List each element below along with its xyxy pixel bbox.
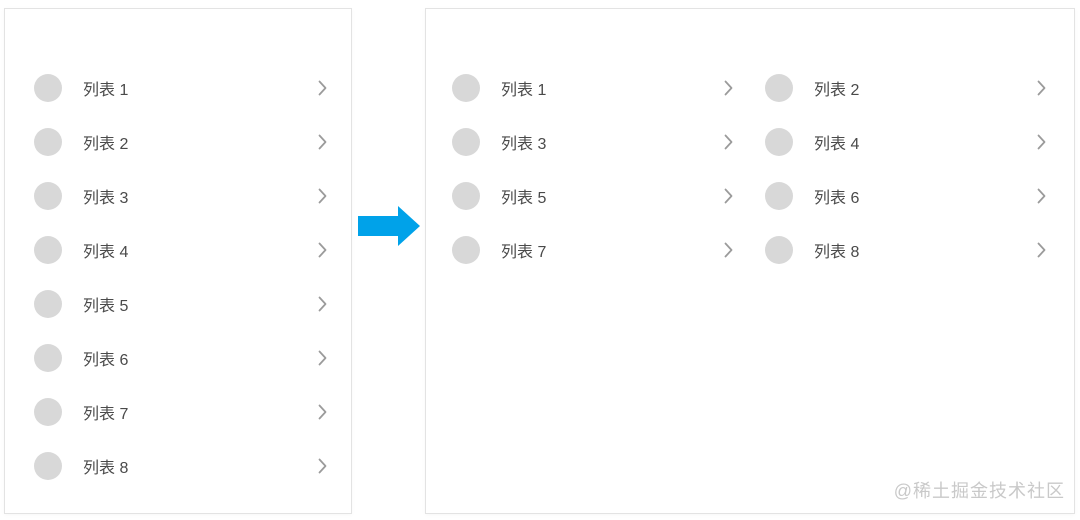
list-item[interactable]: 列表 3 — [452, 115, 733, 169]
list-item-label: 列表 5 — [501, 190, 547, 207]
list-item[interactable]: 列表 7 — [452, 223, 733, 277]
avatar-circle — [34, 452, 62, 480]
two-column-list: 列表 1 列表 2 列表 3 列表 4 列表 5 — [426, 9, 1074, 277]
list-item[interactable]: 列表 8 — [34, 439, 327, 493]
list-item-label: 列表 3 — [83, 190, 129, 207]
chevron-right-icon — [318, 188, 327, 204]
list-item[interactable]: 列表 7 — [34, 385, 327, 439]
avatar-circle — [34, 398, 62, 426]
list-item[interactable]: 列表 5 — [452, 169, 733, 223]
list-item[interactable]: 列表 2 — [34, 115, 327, 169]
list-item-label: 列表 6 — [83, 352, 129, 369]
avatar-circle — [452, 182, 480, 210]
list-item-label: 列表 1 — [83, 82, 129, 99]
chevron-right-icon — [1037, 80, 1046, 96]
list-item-label: 列表 4 — [814, 136, 860, 153]
avatar-circle — [34, 236, 62, 264]
avatar-circle — [34, 290, 62, 318]
avatar-circle — [34, 182, 62, 210]
list-item[interactable]: 列表 4 — [34, 223, 327, 277]
avatar-circle — [452, 128, 480, 156]
chevron-right-icon — [1037, 134, 1046, 150]
chevron-right-icon — [318, 242, 327, 258]
right-grid-panel: 列表 1 列表 2 列表 3 列表 4 列表 5 — [425, 8, 1075, 514]
chevron-right-icon — [318, 134, 327, 150]
list-item-label: 列表 8 — [814, 244, 860, 261]
list-item-label: 列表 1 — [501, 82, 547, 99]
avatar-circle — [452, 74, 480, 102]
list-item[interactable]: 列表 5 — [34, 277, 327, 331]
list-item[interactable]: 列表 2 — [765, 61, 1046, 115]
list-item[interactable]: 列表 1 — [34, 61, 327, 115]
chevron-right-icon — [318, 296, 327, 312]
chevron-right-icon — [318, 80, 327, 96]
avatar-circle — [765, 128, 793, 156]
avatar-circle — [452, 236, 480, 264]
list-item-label: 列表 5 — [83, 298, 129, 315]
list-item[interactable]: 列表 6 — [765, 169, 1046, 223]
chevron-right-icon — [724, 242, 733, 258]
chevron-right-icon — [318, 404, 327, 420]
avatar-circle — [34, 344, 62, 372]
chevron-right-icon — [1037, 188, 1046, 204]
list-item[interactable]: 列表 4 — [765, 115, 1046, 169]
chevron-right-icon — [724, 188, 733, 204]
left-list-panel: 列表 1 列表 2 列表 3 列表 4 列表 5 — [4, 8, 352, 514]
chevron-right-icon — [318, 350, 327, 366]
avatar-circle — [34, 74, 62, 102]
list-item-label: 列表 7 — [501, 244, 547, 261]
watermark: @稀土掘金技术社区 — [893, 481, 1065, 501]
list-item-label: 列表 2 — [814, 82, 860, 99]
avatar-circle — [765, 182, 793, 210]
list-item[interactable]: 列表 3 — [34, 169, 327, 223]
single-column-list: 列表 1 列表 2 列表 3 列表 4 列表 5 — [5, 9, 351, 493]
list-item-label: 列表 6 — [814, 190, 860, 207]
list-item-label: 列表 8 — [83, 460, 129, 477]
list-item-label: 列表 3 — [501, 136, 547, 153]
transform-arrow-icon — [358, 205, 421, 247]
list-item[interactable]: 列表 1 — [452, 61, 733, 115]
chevron-right-icon — [724, 80, 733, 96]
chevron-right-icon — [724, 134, 733, 150]
avatar-circle — [765, 74, 793, 102]
chevron-right-icon — [1037, 242, 1046, 258]
list-item-label: 列表 4 — [83, 244, 129, 261]
list-item-label: 列表 7 — [83, 406, 129, 423]
list-item-label: 列表 2 — [83, 136, 129, 153]
list-item[interactable]: 列表 8 — [765, 223, 1046, 277]
list-item[interactable]: 列表 6 — [34, 331, 327, 385]
avatar-circle — [34, 128, 62, 156]
avatar-circle — [765, 236, 793, 264]
chevron-right-icon — [318, 458, 327, 474]
